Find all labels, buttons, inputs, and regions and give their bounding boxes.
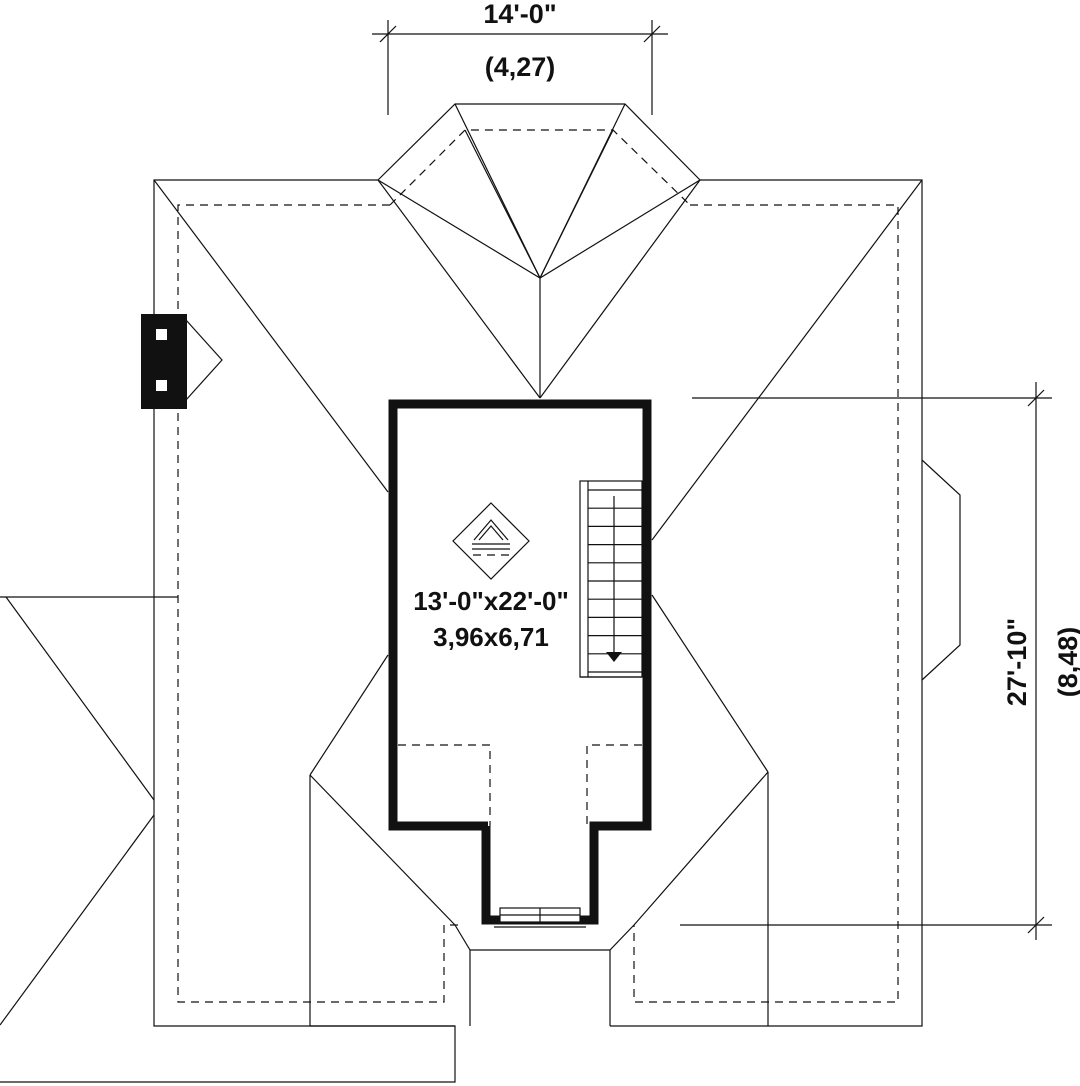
stair-treads xyxy=(588,489,642,673)
rear-window xyxy=(494,907,586,928)
attic-room xyxy=(388,399,652,928)
left-lower-roof xyxy=(0,596,178,1026)
width-metric-label: (4,27) xyxy=(485,52,556,82)
depth-imperial-label: 27'-10" xyxy=(1002,618,1032,706)
room-size-imperial: 13'-0"x22'-0" xyxy=(413,586,569,616)
right-bay-roof xyxy=(921,459,961,681)
width-imperial-label: 14'-0" xyxy=(483,0,556,29)
top-dimension: 14'-0" (4,27) xyxy=(372,0,668,115)
stair-arrow-down-icon xyxy=(606,652,622,662)
depth-metric-label: (8,48) xyxy=(1053,627,1080,698)
main-roof xyxy=(0,103,923,1083)
chimney-icon xyxy=(141,314,223,409)
room-size-metric: 3,96x6,71 xyxy=(433,622,549,652)
attic-room-icon xyxy=(452,502,530,580)
stairs xyxy=(579,480,643,678)
right-dimension: 27'-10" (8,48) xyxy=(680,382,1080,940)
